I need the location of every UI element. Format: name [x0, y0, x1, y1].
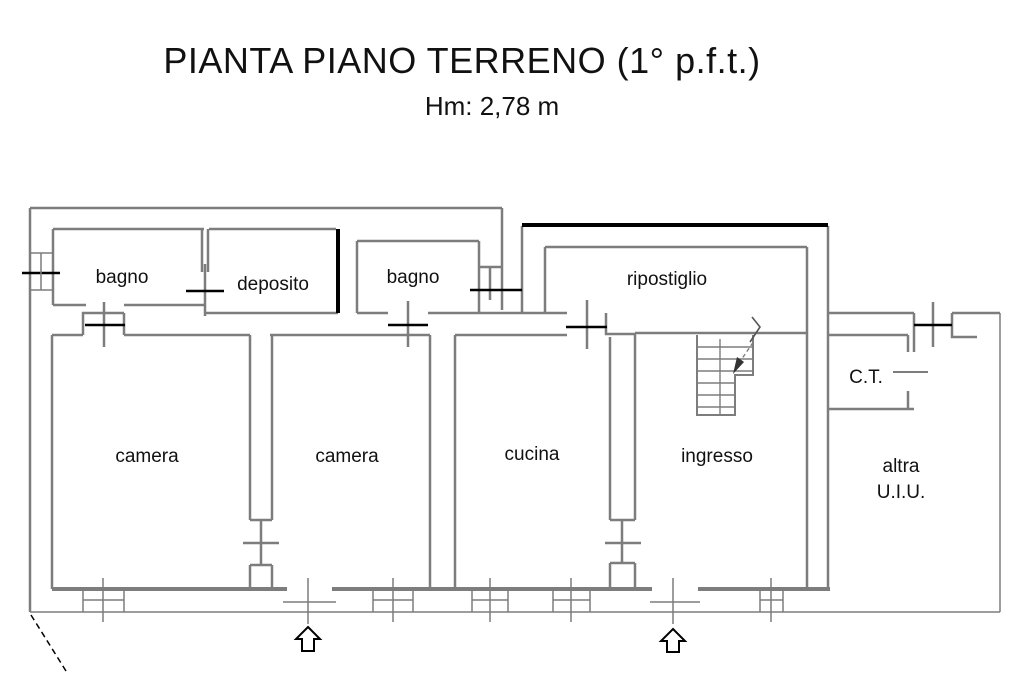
wall-stub-cucina-divider	[608, 561, 637, 589]
entrance-door-2	[650, 578, 700, 624]
window-ingresso	[759, 578, 784, 622]
wall-notch-top-right	[950, 313, 977, 339]
room-label-altra-line1: altra	[883, 456, 920, 477]
wall-camera2-cucina-divider	[428, 335, 457, 588]
door-leaves-black	[22, 271, 952, 329]
window-camera1	[82, 578, 125, 622]
entrance-arrows	[293, 625, 688, 653]
plan-title: PIANTA PIANO TERRENO (1° p.f.t.)	[163, 40, 760, 81]
wall-stub-camera-divider	[248, 563, 274, 589]
window-symbols	[29, 252, 784, 622]
boundary-dashed-line	[30, 614, 67, 672]
stairs-direction-line	[734, 340, 755, 370]
room-label-bagno-2: bagno	[387, 267, 440, 288]
room-label-camera-1: camera	[115, 446, 179, 467]
window-cucina-2	[552, 578, 591, 622]
room-label-bagno-1: bagno	[96, 267, 149, 288]
stairs-treads	[697, 346, 753, 408]
wall-ripostiglio-box	[543, 245, 807, 313]
entrance-arrow-icon-2	[658, 627, 688, 653]
room-label-altra-line2: U.I.U.	[877, 482, 926, 503]
wall-camera1-top	[52, 311, 250, 337]
room-label-ingresso: ingresso	[681, 446, 753, 467]
window-frame-mid-wall	[479, 265, 502, 300]
plan-subtitle: Hm: 2,78 m	[425, 91, 559, 121]
window-bagno1-left	[29, 252, 53, 291]
window-camera2	[372, 578, 414, 622]
entrance-doors	[283, 578, 700, 624]
room-label-camera-2: camera	[315, 446, 379, 467]
room-label-ct: C.T.	[849, 367, 883, 388]
room-label-ripostiglio: ripostiglio	[627, 269, 707, 290]
wall-jog-ingresso	[604, 313, 635, 336]
outer-wall-top-left	[28, 206, 502, 612]
room-labels: bagno deposito bagno ripostiglio camera …	[96, 267, 926, 503]
entrance-arrow-icon-1	[293, 625, 323, 652]
wall-ct-box	[828, 333, 914, 411]
walls-black	[336, 223, 828, 313]
wall-bagno2-box	[355, 239, 481, 313]
stairs-arrowhead-icon	[733, 357, 744, 374]
stairs-break-mark	[749, 316, 761, 343]
entrance-door-1	[283, 578, 336, 624]
stairs	[696, 316, 761, 416]
room-label-cucina: cucina	[505, 444, 560, 465]
room-label-deposito: deposito	[237, 274, 309, 295]
outer-thin-lines	[30, 313, 1001, 613]
window-cucina-1	[471, 578, 509, 622]
